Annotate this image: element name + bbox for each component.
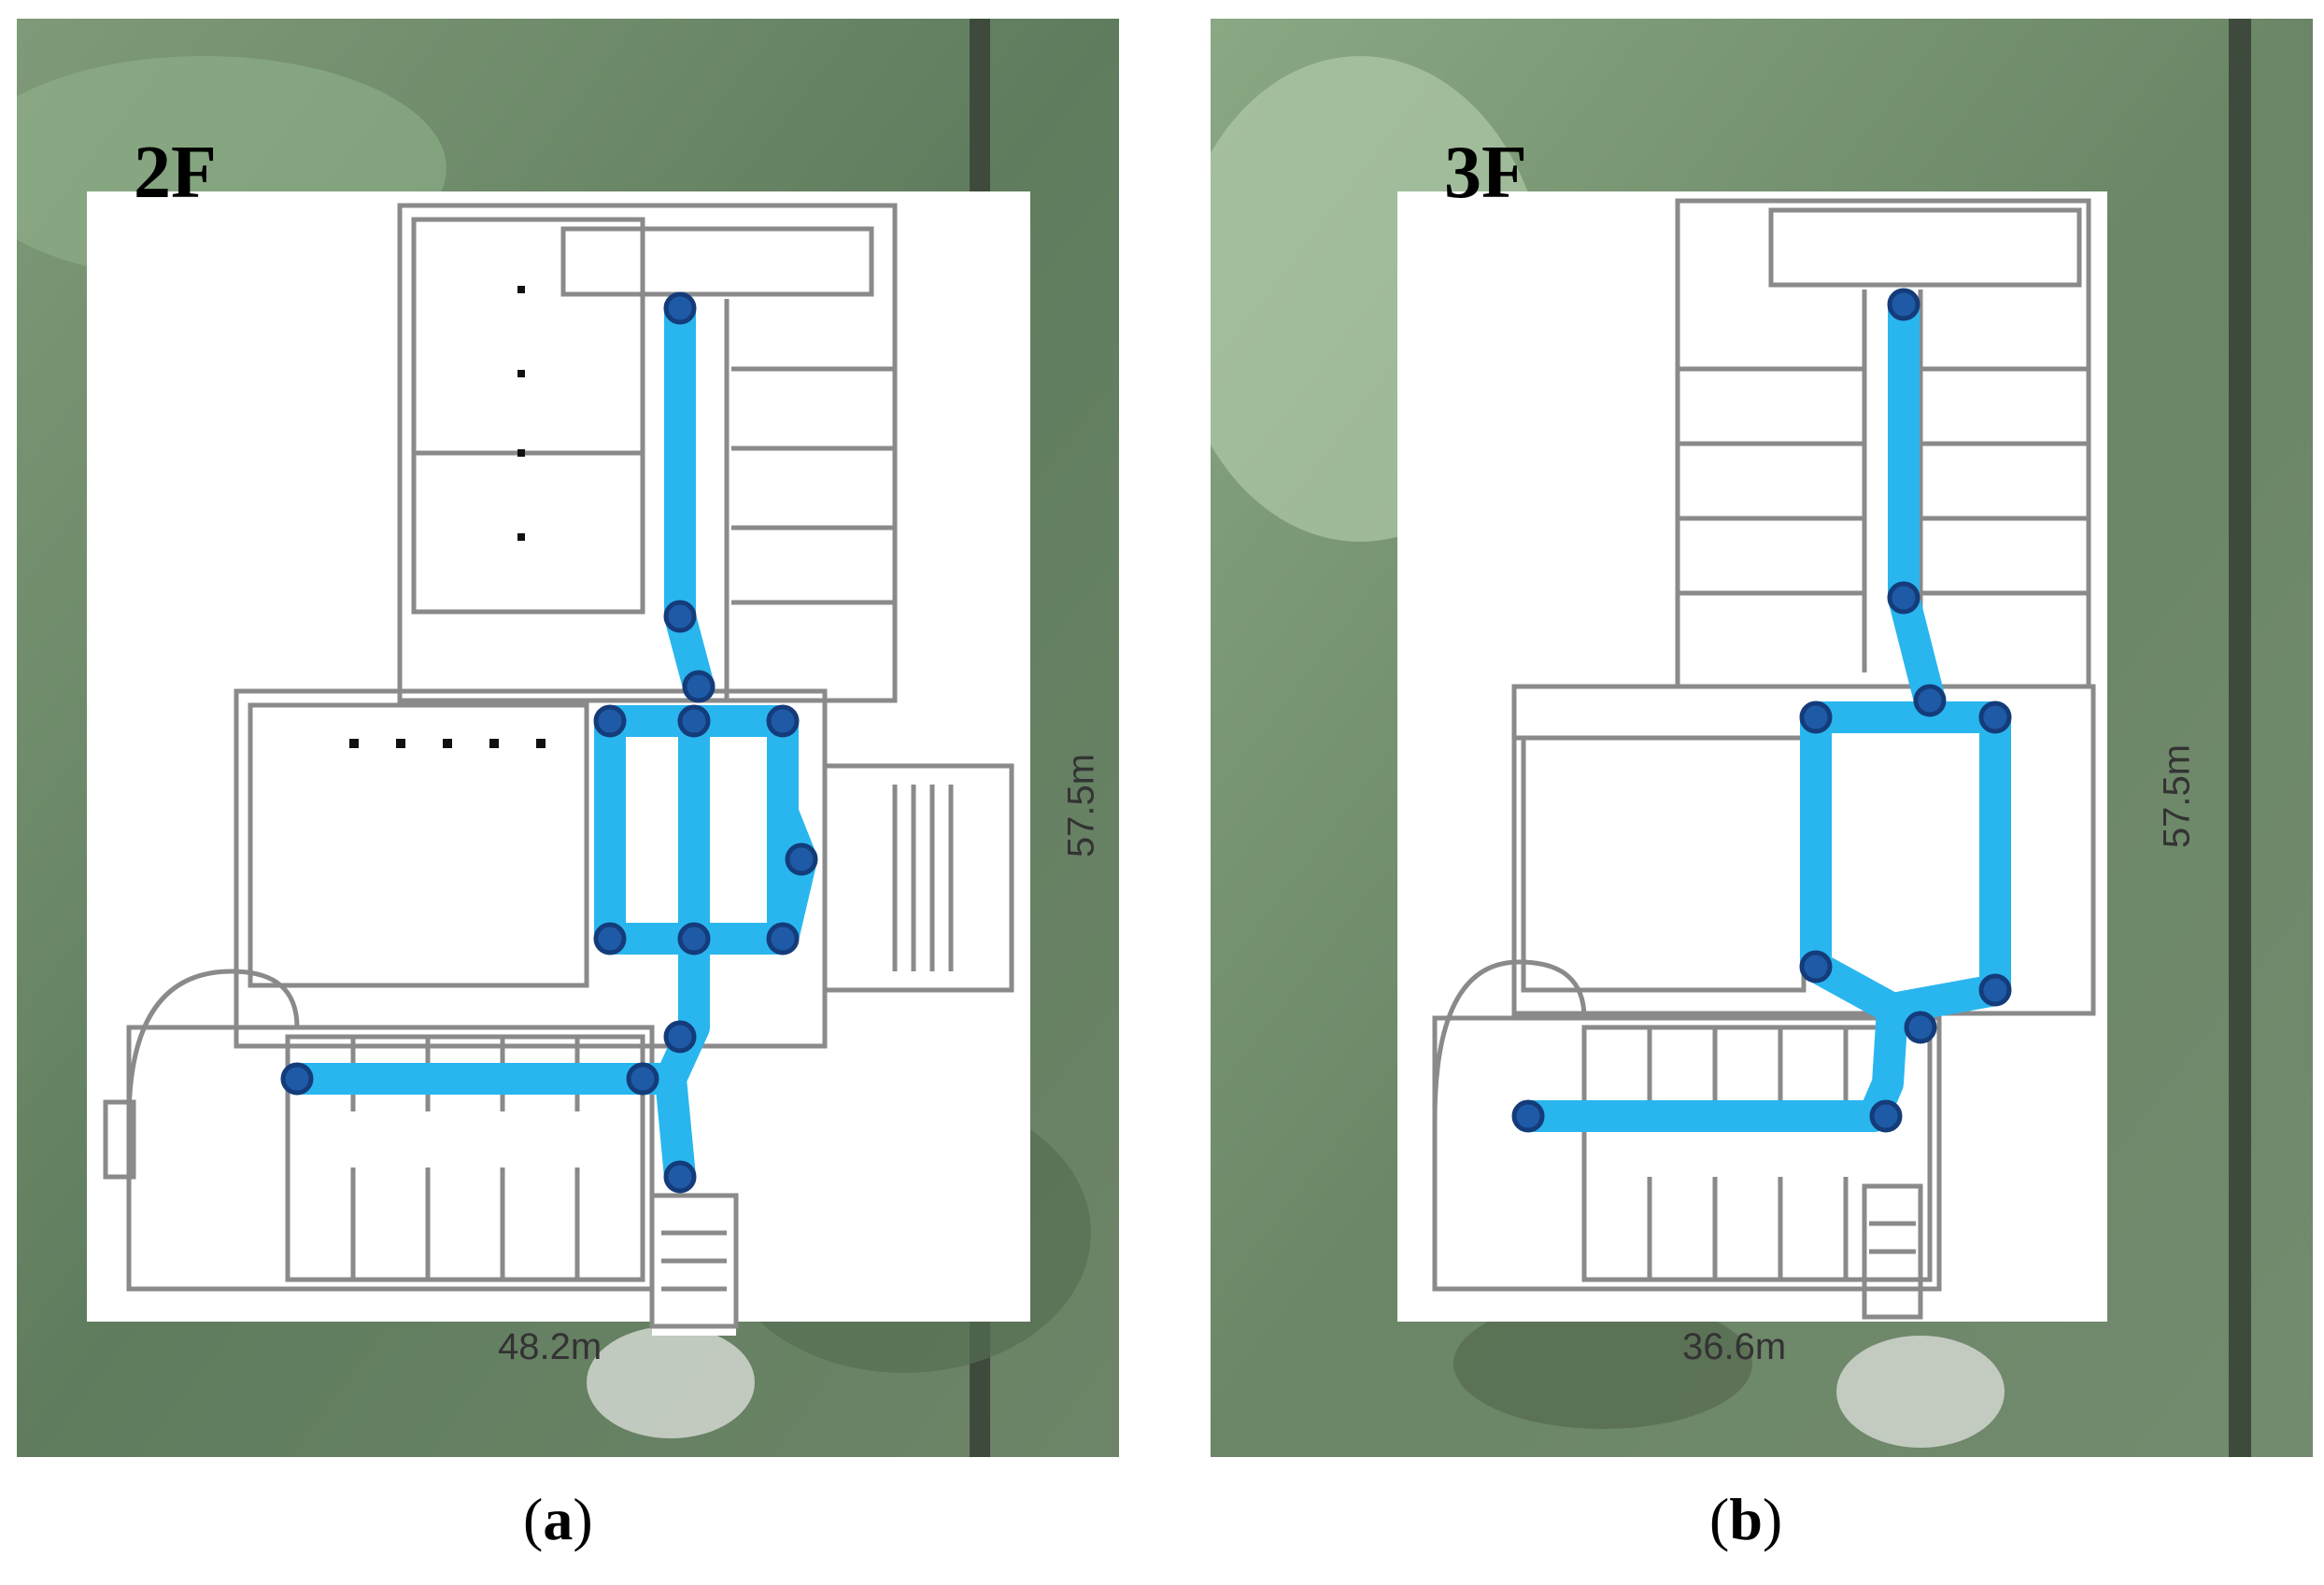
caption-b: (b) [1709,1486,1783,1552]
floor-label: 2F [134,132,217,214]
floorplan-sheet [87,191,1030,1322]
width-dimension-label: 36.6m [1682,1326,1787,1367]
height-dimension-label: 57.5m [2156,743,2198,849]
width-dimension-label: 48.2m [498,1326,602,1367]
caption-a: (a) [523,1486,593,1552]
floor-map-2f: 2F 48.2m 57.5m [17,19,1119,1457]
column-dots [349,286,546,748]
caption-letter: b [1729,1486,1763,1552]
height-dimension-label: 57.5m [1060,753,1102,858]
floorplan-walls [1432,198,2096,1320]
floor-map-3f: 3F 36.6m 57.5m [1211,19,2313,1457]
satellite-background [1211,19,2313,1457]
route-nodes [1511,288,2012,1133]
route-nodes [280,291,818,1194]
floorplan-walls [103,203,1014,1329]
satellite-background [17,19,1119,1457]
floor-label: 3F [1444,132,1527,214]
caption-letter: a [543,1486,574,1552]
